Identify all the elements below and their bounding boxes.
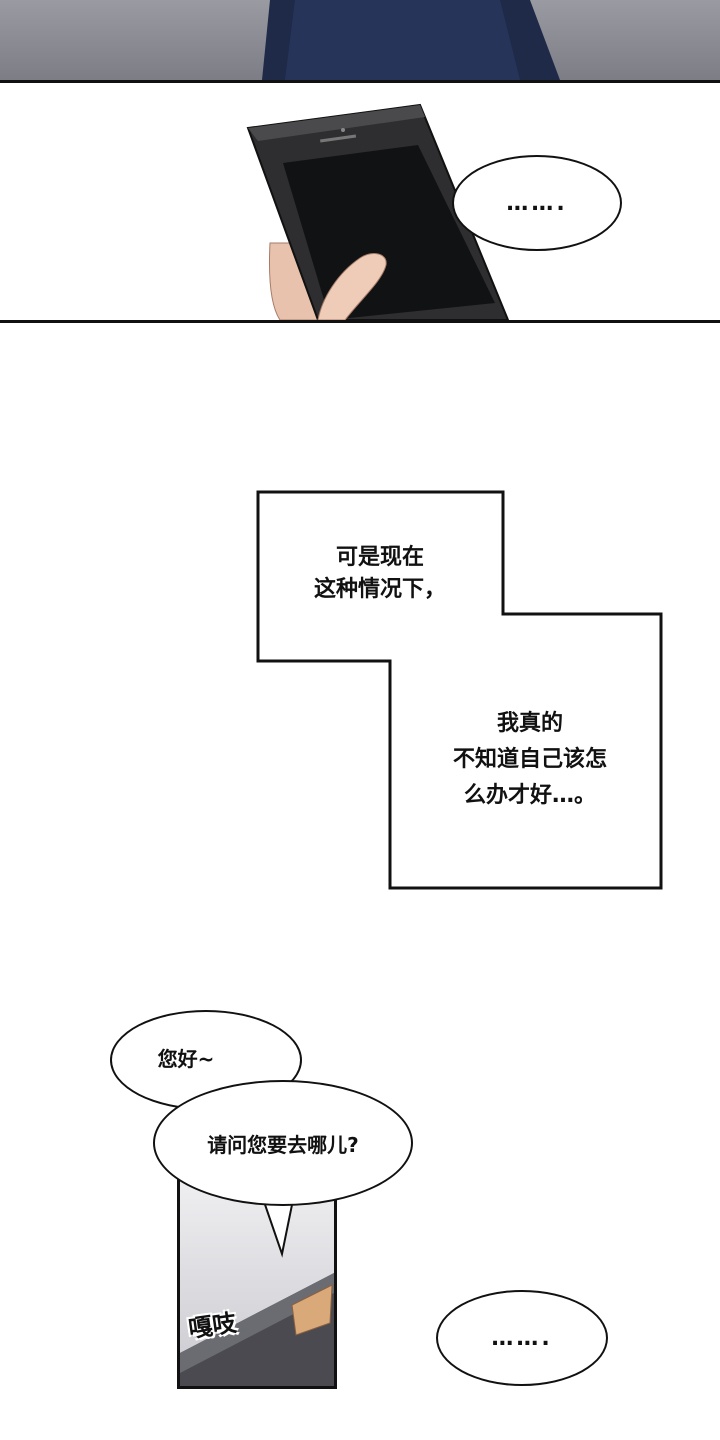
caption-2-line1: 我真的 bbox=[496, 711, 563, 736]
dialogue-text: ……. bbox=[506, 190, 568, 216]
suit-figure-art bbox=[262, 0, 560, 80]
phone-panel: ……. bbox=[0, 83, 720, 323]
speech-hello-text: 您好~ bbox=[157, 1046, 215, 1071]
caption-2-line3: 么办才好…。 bbox=[463, 783, 596, 808]
speech-bubble-dots: ……. bbox=[452, 155, 622, 251]
speech-dots-text: ……. bbox=[491, 1325, 553, 1351]
caption-2: 我真的 不知道自己该怎 么办才好…。 bbox=[410, 706, 650, 814]
speech-bubble-where: 请问您要去哪儿? bbox=[153, 1080, 413, 1206]
phone-in-hand-art bbox=[246, 103, 510, 320]
top-panel-strip bbox=[0, 0, 720, 83]
caption-2-line2: 不知道自己该怎 bbox=[452, 747, 607, 772]
speech-bubble-dots-2: ……. bbox=[436, 1290, 608, 1386]
sfx-creak: 嘎吱 bbox=[186, 1308, 239, 1344]
caption-1-line2: 这种情况下， bbox=[313, 577, 446, 602]
caption-1-line1: 可是现在 bbox=[335, 545, 424, 570]
caption-1: 可是现在 这种情况下， bbox=[280, 542, 480, 606]
speech-where-text: 请问您要去哪儿? bbox=[207, 1132, 359, 1157]
caption-box-outline bbox=[256, 490, 663, 890]
